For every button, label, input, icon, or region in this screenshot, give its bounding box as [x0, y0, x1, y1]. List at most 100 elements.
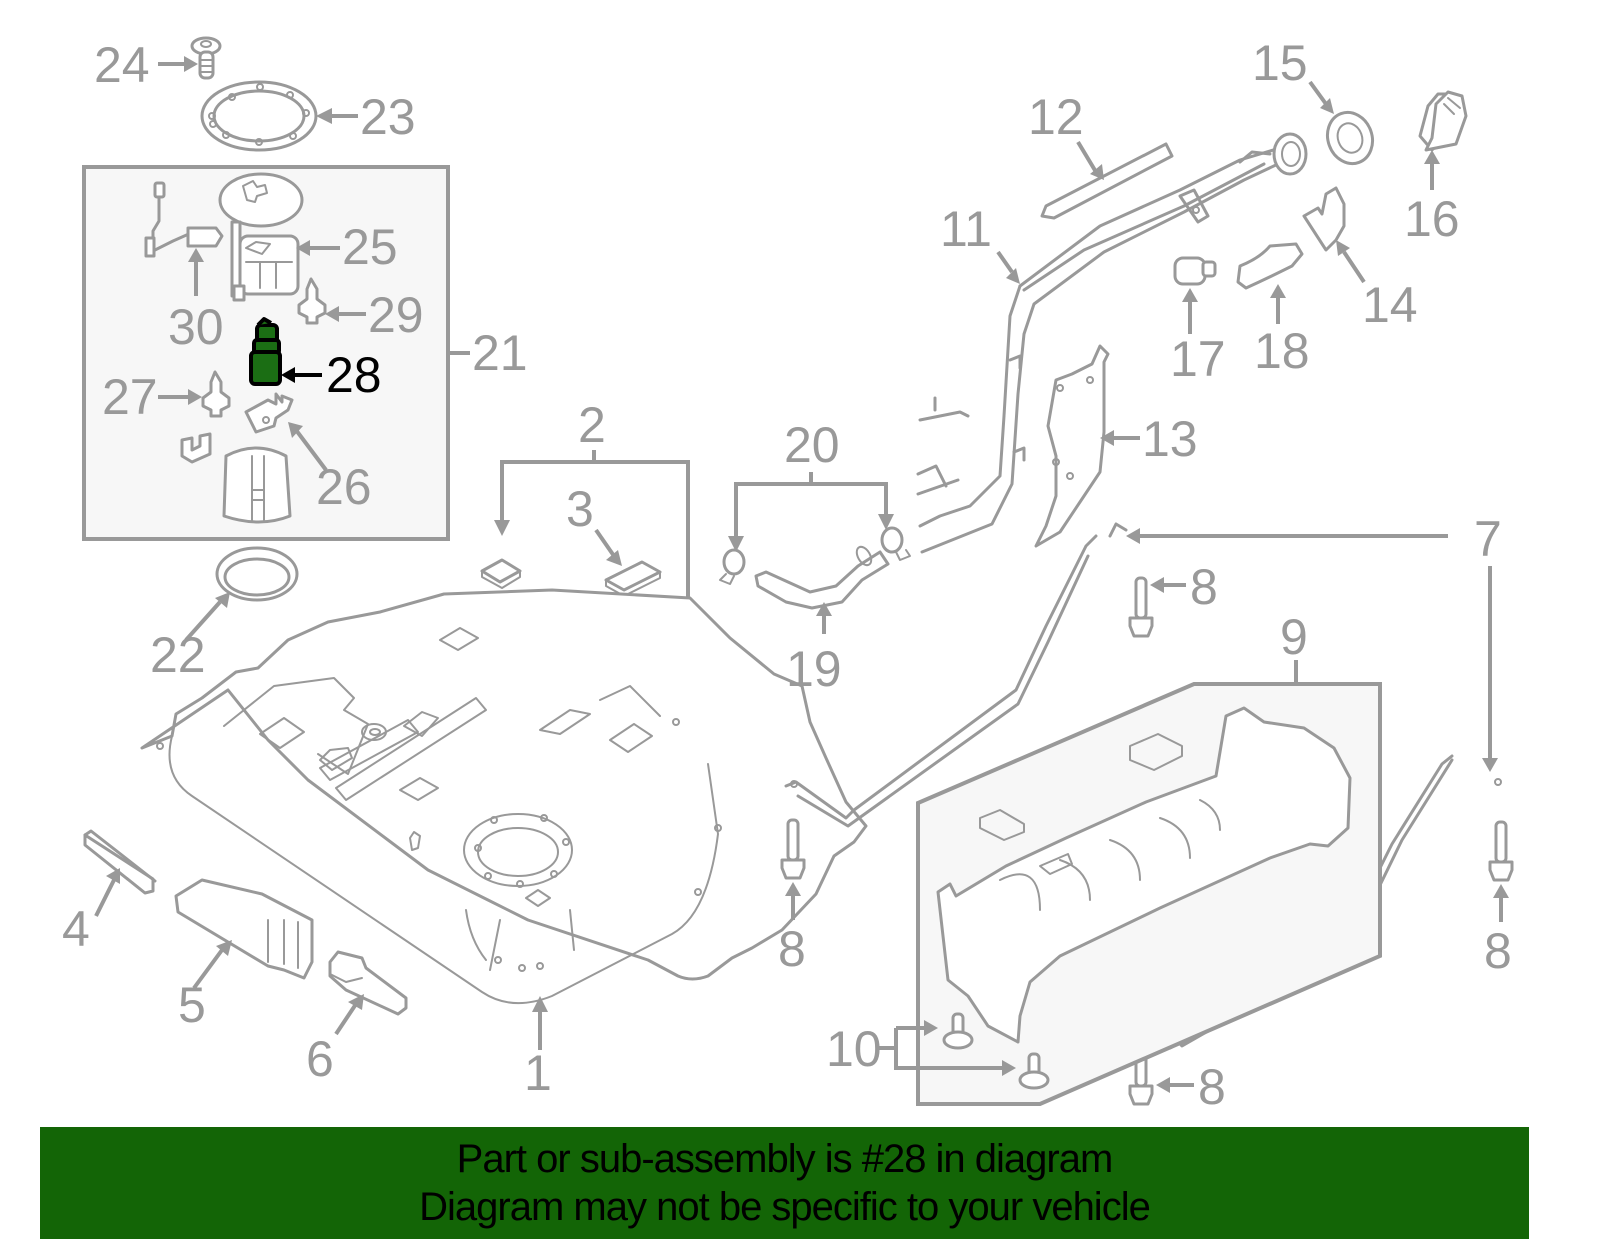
leader-3	[594, 528, 616, 558]
part-10-clip-b[interactable]	[1018, 1052, 1050, 1090]
part-30-fuel-level-sender[interactable]	[144, 181, 224, 258]
callout-22[interactable]: 22	[150, 627, 206, 683]
arrowhead-5	[216, 940, 232, 956]
part-8-bolt-b[interactable]	[780, 818, 806, 880]
callout-3[interactable]: 3	[566, 481, 594, 537]
arrowhead-8a	[1150, 577, 1164, 593]
callout-20[interactable]: 20	[784, 417, 840, 473]
callout-26[interactable]: 26	[316, 459, 372, 515]
callout-8c[interactable]: 8	[1484, 923, 1512, 979]
callout-29[interactable]: 29	[368, 287, 424, 343]
arrowhead-15	[1320, 98, 1334, 114]
callout-25[interactable]: 25	[342, 219, 398, 275]
part-28-fuel-pump-highlighted[interactable]	[249, 317, 282, 386]
callout-13[interactable]: 13	[1142, 411, 1198, 467]
arrowhead-16	[1424, 150, 1440, 164]
callout-2[interactable]: 2	[578, 397, 606, 453]
part-3-pad[interactable]	[604, 560, 662, 597]
part-9-heat-insulator[interactable]	[936, 706, 1352, 1044]
part-2-pad-a[interactable]	[480, 558, 522, 589]
leader-12	[1076, 140, 1098, 174]
part-16-fuel-cap[interactable]	[1418, 90, 1468, 152]
callout-28[interactable]: 28	[326, 347, 382, 403]
arrowhead-25	[296, 240, 310, 256]
callout-21[interactable]: 21	[472, 325, 528, 381]
part-8-bolt-d[interactable]	[1128, 1044, 1154, 1106]
part-19-hose[interactable]	[754, 544, 890, 610]
arrowhead-7a	[1126, 528, 1140, 544]
leader-10	[878, 1026, 1002, 1070]
callout-10-text[interactable]: 10	[826, 1021, 882, 1077]
arrowhead-6	[348, 994, 364, 1010]
arrowhead-8b	[785, 882, 801, 896]
part-23-gasket[interactable]	[200, 80, 318, 152]
part-10-clip-a[interactable]	[942, 1012, 974, 1050]
callout-24[interactable]: 24	[94, 37, 150, 93]
leader-6	[334, 1002, 358, 1036]
callout-17[interactable]: 17	[1170, 331, 1226, 387]
callout-27[interactable]: 27	[102, 369, 158, 425]
info-banner: Part or sub-assembly is #28 in diagram D…	[40, 1127, 1529, 1239]
arrowhead-10b	[1002, 1060, 1016, 1076]
arrowhead-10a	[924, 1020, 938, 1036]
callout-8b[interactable]: 8	[778, 921, 806, 977]
callout-4[interactable]: 4	[62, 901, 90, 957]
callout-18[interactable]: 18	[1254, 323, 1310, 379]
part-20-clamp-a[interactable]	[719, 548, 746, 585]
callout-14[interactable]: 14	[1362, 277, 1418, 333]
arrowhead-3	[606, 550, 622, 566]
part-22-lock-ring[interactable]	[215, 546, 299, 602]
callout-1[interactable]: 1	[524, 1045, 552, 1101]
part-12-protector[interactable]	[1040, 142, 1174, 220]
callout-7[interactable]: 7	[1474, 511, 1502, 567]
part-13-bracket[interactable]	[1034, 344, 1110, 548]
part-14-bracket[interactable]	[1302, 186, 1346, 252]
callout-9-text[interactable]: 9	[1280, 609, 1308, 665]
part-25-pump-module[interactable]	[218, 172, 304, 302]
leader-15	[1308, 80, 1328, 106]
callout-8d[interactable]: 8	[1198, 1059, 1226, 1115]
part-15-cap-seal[interactable]	[1320, 106, 1379, 170]
part-6-bracket[interactable]	[328, 950, 408, 1016]
callout-11[interactable]: 11	[940, 201, 992, 257]
part-18-hose[interactable]	[1236, 242, 1304, 290]
callout-16[interactable]: 16	[1404, 191, 1460, 247]
callout-15[interactable]: 15	[1252, 35, 1308, 91]
arrowhead-14	[1336, 240, 1350, 256]
part-clip	[180, 432, 212, 464]
leader-22	[184, 600, 222, 642]
arrowhead-29	[325, 306, 339, 322]
leader-26	[294, 428, 328, 472]
part-17-check-valve[interactable]	[1173, 256, 1217, 286]
part-4-strip[interactable]	[83, 829, 157, 895]
part-11-filler-neck[interactable]	[916, 132, 1308, 554]
part-8-bolt-c[interactable]	[1488, 820, 1514, 882]
callout-19[interactable]: 19	[786, 641, 842, 697]
callout-8a[interactable]: 8	[1190, 559, 1218, 615]
part-5-shield[interactable]	[174, 878, 314, 980]
callout-23[interactable]: 23	[360, 89, 416, 145]
part-26-bracket[interactable]	[244, 392, 294, 434]
arrowhead-28	[281, 367, 295, 383]
part-20-clamp-b[interactable]	[880, 526, 911, 561]
arrowhead-24	[184, 56, 198, 72]
callout-5[interactable]: 5	[178, 977, 206, 1033]
leader-20	[734, 482, 888, 540]
part-7-strap-left[interactable]	[784, 522, 1128, 828]
part-27-sensor[interactable]	[201, 370, 231, 418]
arrowhead-19	[816, 602, 832, 616]
arrowhead-18	[1270, 284, 1286, 298]
callout-6[interactable]: 6	[306, 1031, 334, 1087]
arrowhead-20b	[878, 514, 894, 530]
part-8-bolt-a[interactable]	[1128, 576, 1154, 638]
part-24-screw[interactable]	[190, 36, 222, 80]
callout-12[interactable]: 12	[1028, 89, 1084, 145]
part-29-sensor[interactable]	[297, 277, 327, 325]
arrowhead-27	[188, 389, 202, 405]
arrowhead-26	[288, 422, 303, 438]
banner-line-part-number: Part or sub-assembly is #28 in diagram	[456, 1137, 1114, 1181]
leader-4	[94, 879, 116, 917]
callout-30[interactable]: 30	[168, 299, 224, 355]
part-1-fuel-tank[interactable]	[140, 588, 868, 1005]
